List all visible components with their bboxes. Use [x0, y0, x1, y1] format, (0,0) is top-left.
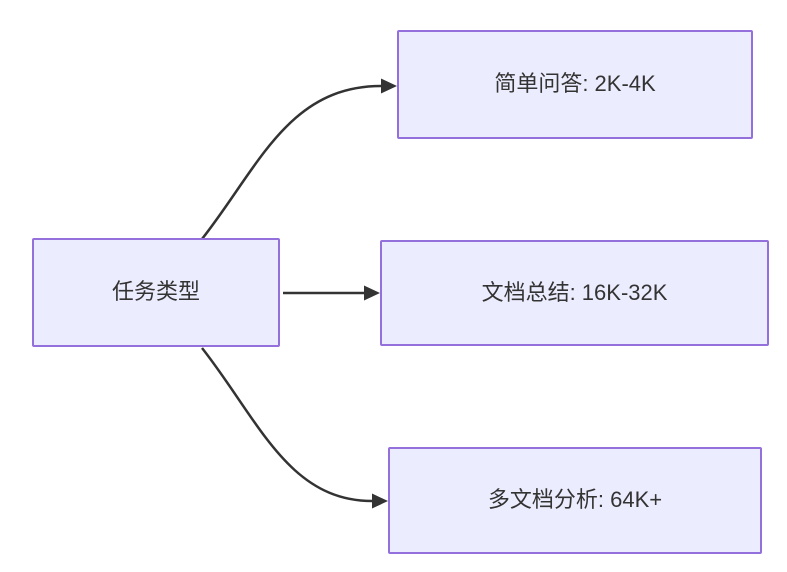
edge-root-to-child-0: [201, 84, 382, 240]
arrowhead-child-1-icon: [364, 285, 380, 301]
node-task-type: 任务类型: [32, 238, 280, 347]
node-doc-summary-label: 文档总结: 16K-32K: [481, 279, 668, 305]
node-doc-summary: 文档总结: 16K-32K: [380, 240, 769, 346]
node-multi-doc-analysis-label: 多文档分析: 64K+: [487, 487, 663, 513]
node-task-type-label: 任务类型: [111, 279, 200, 305]
node-simple-qa: 简单问答: 2K-4K: [397, 30, 753, 139]
arrowhead-child-0-icon: [381, 78, 397, 94]
node-multi-doc-analysis: 多文档分析: 64K+: [388, 447, 762, 554]
node-simple-qa-label: 简单问答: 2K-4K: [494, 71, 656, 97]
arrowhead-child-2-icon: [372, 493, 388, 509]
edge-root-to-child-2: [201, 347, 373, 503]
